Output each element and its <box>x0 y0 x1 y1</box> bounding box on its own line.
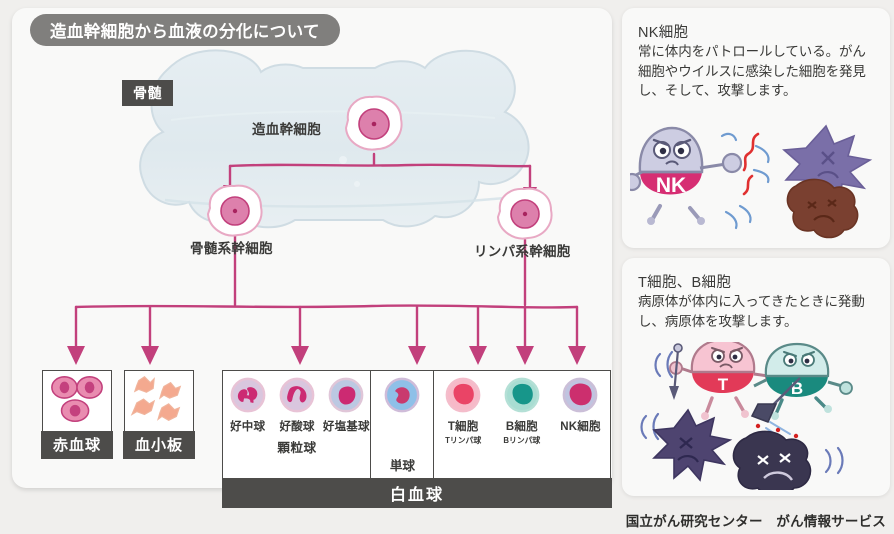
nk-character-label: NK <box>656 174 686 197</box>
lymphocyte-name-2: NK細胞 <box>560 421 601 433</box>
box-red-blood-cell: 赤血球 <box>41 370 113 459</box>
diagram-card: 造血幹細胞から血液の分化について 骨髄 <box>12 8 612 508</box>
source-attribution: 国立がん研究センター がん情報サービス <box>625 514 886 529</box>
platelet-icon <box>130 376 182 421</box>
granulocyte-name-1: 好酸球 <box>279 421 315 433</box>
red-blood-cell-caption: 赤血球 <box>41 430 113 459</box>
granulocyte-subnames: 好中球 好酸球 好塩基球 <box>223 418 371 434</box>
neutrophil-icon <box>229 376 267 416</box>
nk-cell-icon <box>561 376 599 416</box>
label-lymphoid-stem-cell: リンパ系幹細胞 <box>474 244 571 259</box>
red-blood-cell-icon <box>51 376 103 423</box>
box-monocyte: 単球 <box>370 370 435 480</box>
group-white-blood-cell: 好中球 好酸球 好塩基球 顆粒球 単球 <box>222 370 612 508</box>
basophil-icon <box>327 376 365 416</box>
panel-nk-cell: NK細胞 常に体内をパトロールしている。がん細胞やウイルスに感染した細胞を発見し… <box>622 8 890 248</box>
bone-illustration <box>75 48 595 298</box>
platelet-caption: 血小板 <box>123 430 195 459</box>
label-myeloid-stem-cell: 骨髄系幹細胞 <box>190 241 273 256</box>
granulocyte-group-label: 顆粒球 <box>277 441 317 455</box>
granulocyte-name-2: 好塩基球 <box>322 421 370 433</box>
t-cell-icon <box>444 376 482 416</box>
lymphocyte-sub-0: Tリンパ球 <box>445 436 482 445</box>
page-title: 造血幹細胞から血液の分化について <box>30 14 340 46</box>
monocyte-label: 単球 <box>389 459 415 473</box>
panel-nk-title: NK細胞 <box>638 25 689 41</box>
box-lymphocytes: T細胞 Tリンパ球 B細胞 Bリンパ球 NK細胞 <box>432 370 611 480</box>
lymphocyte-sub-1: Bリンパ球 <box>503 436 541 445</box>
box-platelet: 血小板 <box>123 370 195 459</box>
eosinophil-icon <box>278 376 316 416</box>
tb-cell-character-illustration: T <box>630 342 882 490</box>
lymphocyte-names: T細胞 Tリンパ球 B細胞 Bリンパ球 NK細胞 <box>434 418 610 446</box>
lymphocyte-name-0: T細胞 <box>447 421 479 433</box>
panel-tb-body: 病原体が体内に入ってきたときに発動し、病原体を攻撃します。 <box>638 294 865 329</box>
lymphocyte-name-1: B細胞 <box>505 421 538 433</box>
nk-cell-character-illustration: NK <box>630 120 882 240</box>
box-granulocytes: 好中球 好酸球 好塩基球 顆粒球 <box>222 370 372 480</box>
b-cell-icon <box>503 376 541 416</box>
marrow-label: 骨髄 <box>122 80 173 106</box>
white-blood-cell-caption: 白血球 <box>222 478 612 508</box>
monocyte-icon <box>383 376 421 416</box>
t-character-label: T <box>718 375 729 394</box>
panel-tb-cell: T細胞、B細胞 病原体が体内に入ってきたときに発動し、病原体を攻撃します。 T <box>622 258 890 496</box>
label-hematopoietic-stem-cell: 造血幹細胞 <box>252 122 321 137</box>
panel-nk-body: 常に体内をパトロールしている。がん細胞やウイルスに感染した細胞を発見し、そして、… <box>638 44 866 99</box>
panel-tb-title: T細胞、B細胞 <box>638 275 732 291</box>
granulocyte-name-0: 好中球 <box>230 421 266 433</box>
